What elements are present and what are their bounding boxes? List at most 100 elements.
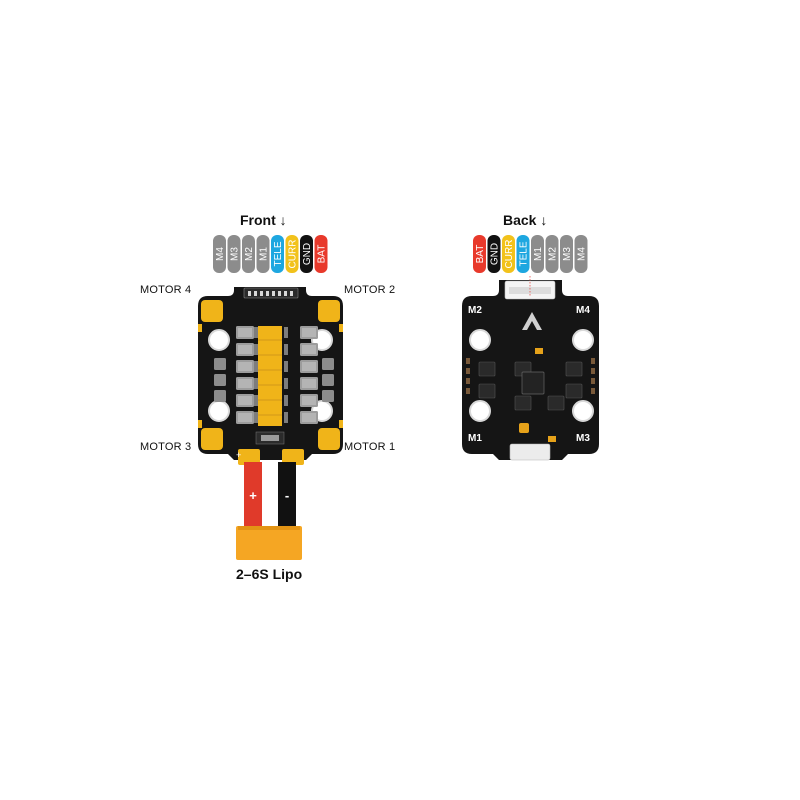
capacitor	[519, 423, 529, 433]
pin-pill	[271, 235, 284, 273]
pin-label: M4	[215, 247, 226, 261]
driver-chip	[565, 361, 583, 377]
mosfet-pad-face	[238, 396, 252, 405]
pin-pill	[242, 235, 255, 273]
pin-label: M3	[230, 247, 241, 261]
pin-pill	[502, 235, 515, 273]
front-pin-curr: CURR	[285, 235, 299, 273]
pin-label: M4	[577, 247, 588, 261]
front-pin-m4: M4	[213, 235, 226, 273]
driver-chip	[478, 361, 496, 377]
corner-pad	[318, 300, 340, 322]
mosfet-pad-face	[238, 362, 252, 371]
pin-label: GND	[490, 243, 501, 265]
back-pad-label-m2: M2	[468, 305, 482, 316]
corner-pad	[201, 300, 223, 322]
front-pin-tele: TELE	[271, 235, 284, 273]
pin-pill	[213, 235, 226, 273]
side-components	[466, 358, 595, 394]
pin-label: M3	[562, 247, 573, 261]
pin-label: M2	[244, 247, 255, 261]
front-pin-m2: M2	[242, 235, 255, 273]
motor2-label: MOTOR 2	[344, 284, 396, 296]
pin-pill	[560, 235, 573, 273]
resistor	[284, 395, 288, 406]
bus-trace	[258, 326, 282, 426]
xt-connector-tab	[238, 526, 300, 530]
down-arrow-icon: ↓	[540, 212, 548, 228]
front-board: +	[198, 287, 343, 465]
ic-marking	[261, 435, 279, 441]
down-arrow-icon: ↓	[279, 212, 287, 228]
pin-label: BAT	[317, 245, 328, 264]
driver-chip	[565, 383, 583, 399]
pin-label: CURR	[504, 240, 515, 269]
resistor	[254, 378, 258, 389]
edge-pad	[198, 324, 202, 332]
back-pin-gnd: GND	[487, 235, 501, 273]
side-mosfet	[322, 374, 334, 386]
capacitor	[548, 436, 556, 442]
back-pin-m3: M3	[560, 235, 573, 273]
side-mosfet	[214, 358, 226, 370]
corner-pad	[318, 428, 340, 450]
pin-label: TELE	[519, 241, 530, 266]
capacitor	[535, 348, 543, 354]
mosfet-pad-face	[238, 413, 252, 422]
pin-label: M2	[548, 247, 559, 261]
pin-pill	[516, 235, 530, 273]
resistor	[254, 361, 258, 372]
resistor	[254, 327, 258, 338]
front-pin-gnd: GND	[300, 235, 313, 273]
mounting-hole	[469, 329, 491, 351]
edge-pad	[339, 420, 343, 428]
negative-wire	[278, 462, 296, 528]
back-pad-label-m1: M1	[468, 433, 482, 444]
back-pin-m2: M2	[545, 235, 559, 273]
back-pin-bat: BAT	[473, 235, 486, 273]
mosfet-array	[214, 326, 334, 424]
resistor	[284, 412, 288, 423]
pin-pill	[227, 235, 241, 273]
mosfet-pad-face	[302, 328, 316, 337]
resistor	[284, 344, 288, 355]
resistor	[254, 395, 258, 406]
back-connector-slot	[509, 287, 551, 294]
pin-label: M1	[533, 247, 544, 261]
mounting-hole	[572, 400, 594, 422]
back-heading-text: Back	[503, 212, 537, 228]
front-pin-m1: M1	[256, 235, 270, 273]
mosfet-pad-face	[302, 379, 316, 388]
mcu-chip	[521, 371, 545, 395]
mosfet-pad-face	[302, 413, 316, 422]
back-heading: Back ↓	[503, 212, 547, 228]
pin-pill	[285, 235, 299, 273]
back-board	[462, 276, 599, 461]
resistor	[254, 344, 258, 355]
side-mosfet	[214, 374, 226, 386]
mosfet-pad-face	[238, 345, 252, 354]
back-pad-label-m4: M4	[576, 305, 590, 316]
pin-label: CURR	[288, 240, 299, 269]
mounting-hole	[572, 329, 594, 351]
pin-label: GND	[302, 243, 313, 265]
pin-pill	[545, 235, 559, 273]
edge-pad	[339, 324, 343, 332]
driver-chip	[478, 383, 496, 399]
pin-pill	[300, 235, 313, 273]
pin-pill	[256, 235, 270, 273]
back-pin-m1: M1	[531, 235, 544, 273]
back-pin-tele: TELE	[516, 235, 530, 273]
battery-pad-negative	[282, 449, 304, 465]
negative-wire-mark: -	[285, 488, 289, 503]
mounting-hole	[208, 400, 230, 422]
motor1-label: MOTOR 1	[344, 441, 396, 453]
front-heading: Front ↓	[240, 212, 287, 228]
xt-connector	[236, 526, 302, 560]
motor4-label: MOTOR 4	[140, 284, 192, 296]
mosfet-pad-face	[238, 379, 252, 388]
edge-pad	[198, 420, 202, 428]
corner-pad	[201, 428, 223, 450]
bus-trace-lines	[258, 339, 282, 416]
